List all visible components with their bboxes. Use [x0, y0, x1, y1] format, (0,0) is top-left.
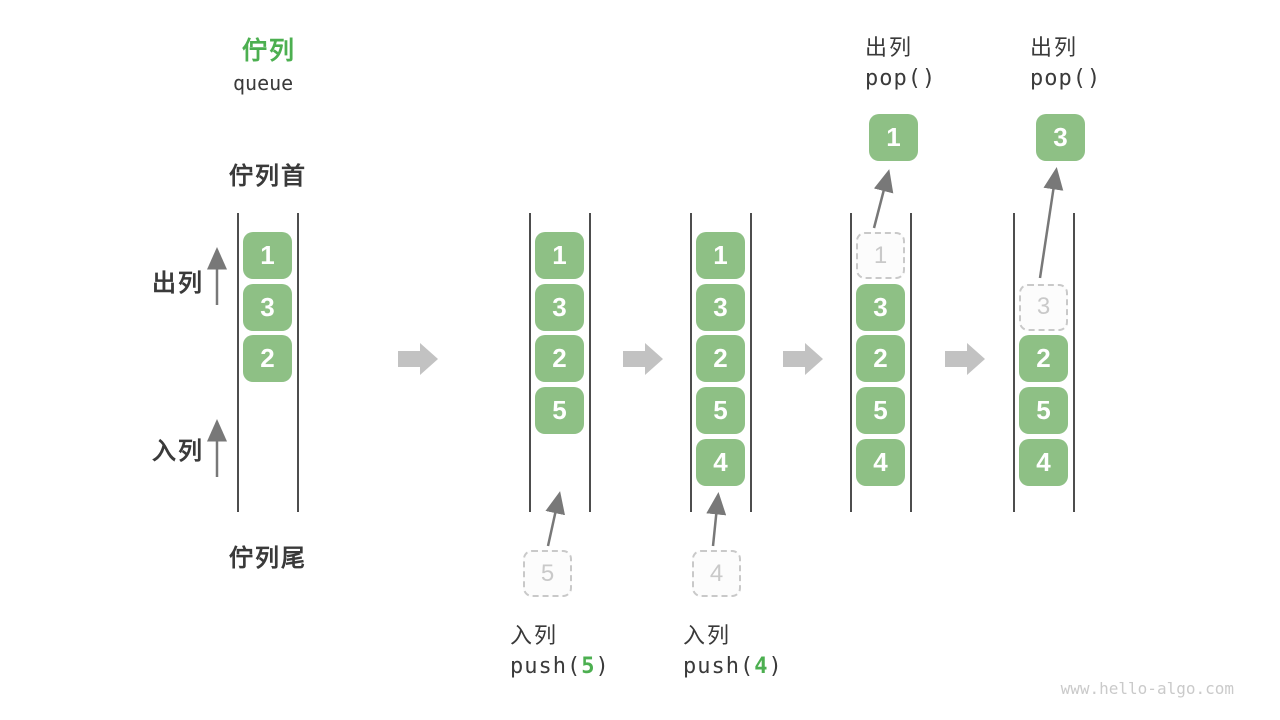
queue-wall-left — [850, 213, 852, 512]
label-queue-rear: 佇列尾 — [229, 545, 307, 572]
queue-cell: 4 — [856, 438, 905, 486]
diagram-title: 佇列 — [242, 37, 297, 65]
queue-wall-left — [237, 213, 239, 512]
queue-cell: 5 — [856, 387, 905, 435]
pending-cell: 4 — [692, 550, 741, 597]
flow-arrow-icon — [872, 169, 894, 229]
popped-cell: 3 — [1036, 114, 1085, 161]
op-arg: 5 — [581, 654, 596, 679]
queue-cell: 3 — [696, 283, 745, 331]
op-label-enqueue: 入列 — [510, 623, 559, 648]
label-dequeue: 出列 — [152, 270, 204, 297]
queue-cell: 3 — [535, 283, 584, 331]
queue-cell: 2 — [243, 335, 292, 383]
op-code-pop: pop() — [865, 66, 937, 91]
pending-cell: 5 — [523, 550, 572, 597]
queue-cell-dashed: 3 — [1019, 283, 1068, 331]
step-arrow-icon — [945, 343, 985, 375]
queue-wall-right — [750, 213, 752, 512]
queue-cell: 1 — [535, 232, 584, 279]
op-label-dequeue: 出列 — [1030, 35, 1079, 60]
flow-arrow-icon — [706, 492, 727, 547]
op-code-push: push(5) — [510, 654, 610, 679]
queue-cell: 1 — [243, 232, 292, 279]
queue-cell: 4 — [1019, 438, 1068, 486]
queue-wall-right — [1073, 213, 1075, 512]
step-arrow-icon — [783, 343, 823, 375]
queue-wall-right — [589, 213, 591, 512]
flow-arrow-icon — [1038, 167, 1064, 279]
queue-wall-left — [529, 213, 531, 512]
queue-cell: 5 — [1019, 387, 1068, 435]
diagram-subtitle: queue — [233, 71, 294, 95]
queue-wall-left — [1013, 213, 1015, 512]
queue-cell: 2 — [535, 335, 584, 383]
step-arrow-icon — [623, 343, 663, 375]
queue-wall-right — [910, 213, 912, 512]
queue-wall-left — [690, 213, 692, 512]
op-arg: 4 — [754, 654, 769, 679]
queue-wall-right — [297, 213, 299, 512]
queue-cell-dashed: 1 — [856, 232, 905, 279]
queue-cell: 2 — [1019, 335, 1068, 383]
op-label-dequeue: 出列 — [865, 35, 914, 60]
watermark: www.hello-algo.com — [1060, 679, 1234, 698]
step-arrow-icon — [398, 343, 438, 375]
queue-cell: 3 — [243, 283, 292, 331]
queue-cell: 5 — [696, 387, 745, 435]
queue-cell: 2 — [696, 335, 745, 383]
queue-cell: 1 — [696, 232, 745, 279]
op-label-enqueue: 入列 — [683, 623, 732, 648]
queue-cell: 4 — [696, 438, 745, 486]
popped-cell: 1 — [869, 114, 918, 161]
op-code-push: push(4) — [683, 654, 783, 679]
queue-cell: 3 — [856, 283, 905, 331]
queue-cell: 5 — [535, 387, 584, 435]
queue-cell: 2 — [856, 335, 905, 383]
label-queue-front: 佇列首 — [229, 163, 307, 190]
flow-arrow-icon — [545, 491, 566, 547]
label-enqueue: 入列 — [152, 438, 204, 465]
op-code-pop: pop() — [1030, 66, 1102, 91]
